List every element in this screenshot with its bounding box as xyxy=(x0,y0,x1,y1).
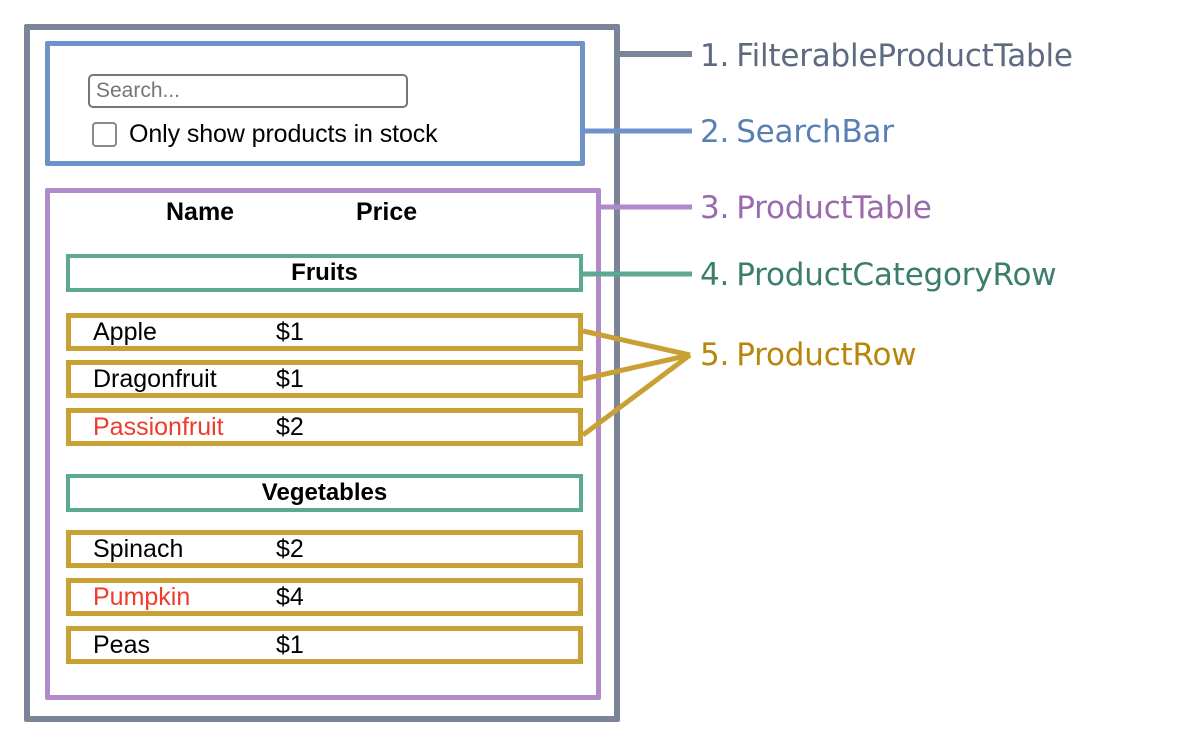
column-header-price: Price xyxy=(356,198,418,226)
product-price: $2 xyxy=(276,535,304,563)
annotation-label-3: 3.ProductTable xyxy=(700,190,932,226)
product-price: $1 xyxy=(276,318,304,346)
product-table-header: Name Price xyxy=(66,198,583,242)
annotation-number-5: 5. xyxy=(700,337,730,373)
column-header-name: Name xyxy=(166,198,235,226)
annotation-number-4: 4. xyxy=(700,257,730,293)
annotation-number-3: 3. xyxy=(700,190,730,226)
product-price: $4 xyxy=(276,583,304,611)
product-category-label: Vegetables xyxy=(261,479,388,506)
annotation-number-1: 1. xyxy=(700,38,730,74)
annotation-text-3: ProductTable xyxy=(736,190,932,226)
annotation-label-1: 1.FilterableProductTable xyxy=(700,38,1073,74)
annotation-text-5: ProductRow xyxy=(736,337,917,373)
product-category-label: Fruits xyxy=(291,259,358,286)
annotation-text-1: FilterableProductTable xyxy=(736,38,1073,74)
product-category-row: Vegetables xyxy=(66,474,583,512)
in-stock-filter-row[interactable]: Only show products in stock xyxy=(92,120,438,149)
annotation-text-4: ProductCategoryRow xyxy=(736,257,1057,293)
product-row: Dragonfruit $1 xyxy=(66,360,583,398)
in-stock-checkbox-label: Only show products in stock xyxy=(129,120,438,148)
product-row: Passionfruit $2 xyxy=(66,408,583,446)
product-price: $1 xyxy=(276,365,304,393)
product-category-row: Fruits xyxy=(66,254,583,292)
product-row: Spinach $2 xyxy=(66,530,583,568)
in-stock-checkbox[interactable] xyxy=(92,122,117,147)
annotation-text-2: SearchBar xyxy=(736,114,894,150)
product-name: Peas xyxy=(93,631,150,659)
product-name: Spinach xyxy=(93,535,184,563)
product-name: Pumpkin xyxy=(93,583,191,611)
product-name: Apple xyxy=(93,318,157,346)
product-row: Peas $1 xyxy=(66,626,583,664)
product-price: $1 xyxy=(276,631,304,659)
product-row: Pumpkin $4 xyxy=(66,578,583,616)
annotation-label-5: 5.ProductRow xyxy=(700,337,917,373)
annotation-label-2: 2.SearchBar xyxy=(700,114,894,150)
annotation-label-4: 4.ProductCategoryRow xyxy=(700,257,1057,293)
product-name: Dragonfruit xyxy=(93,365,217,393)
product-row: Apple $1 xyxy=(66,313,583,351)
search-input[interactable] xyxy=(88,74,408,108)
annotation-number-2: 2. xyxy=(700,114,730,150)
product-price: $2 xyxy=(276,413,304,441)
product-name: Passionfruit xyxy=(93,413,224,441)
